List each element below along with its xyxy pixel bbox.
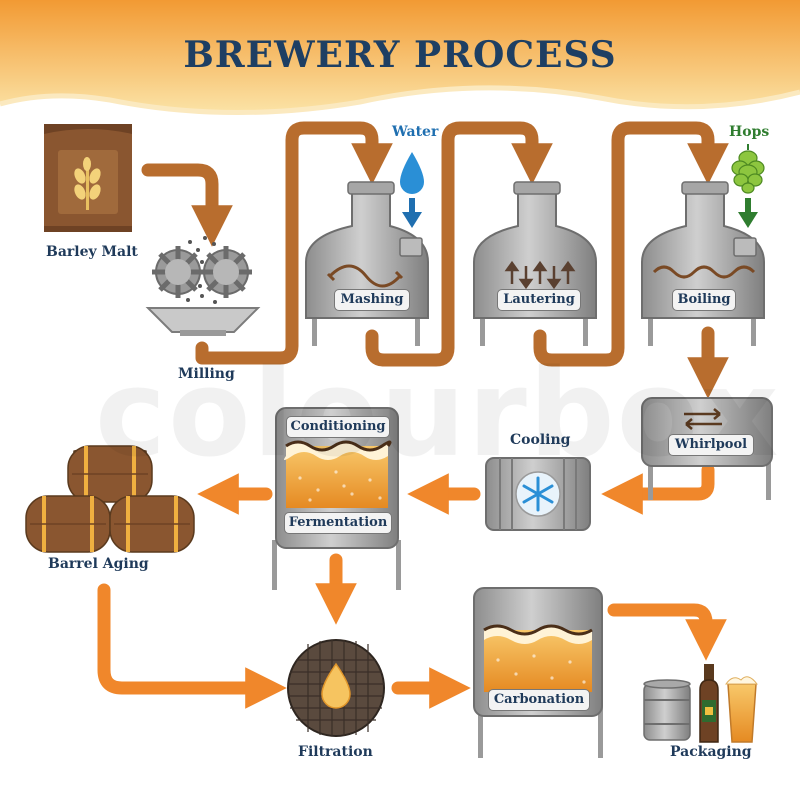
fermentation-label: Fermentation: [284, 512, 392, 534]
mill-icon: [145, 236, 261, 336]
keg-icon: [643, 679, 691, 741]
header-banner: [0, 0, 800, 113]
beer-glass-icon: [725, 676, 759, 743]
carbonation-tank: [473, 587, 603, 758]
packaging-icon: [643, 664, 759, 743]
cooling-unit: [485, 457, 591, 531]
packaging-label: Packaging: [670, 744, 752, 760]
conditioning-label: Conditioning: [286, 416, 390, 438]
hops-label: Hops: [729, 124, 770, 140]
hops-icon: [731, 144, 765, 228]
barley-malt-bag-icon: [44, 124, 132, 232]
arrow-whirlpool-to-cooling: [601, 463, 715, 515]
filtration-label: Filtration: [298, 744, 373, 760]
boiling-label: Boiling: [672, 289, 736, 311]
barrel-aging-label: Barrel Aging: [48, 556, 149, 572]
barrel-left: [25, 495, 111, 553]
arrow-barrels-to-filtration: [97, 583, 287, 709]
bottle-icon: [699, 664, 719, 743]
lautering-vessel: [473, 181, 597, 346]
carbonation-label: Carbonation: [488, 689, 590, 711]
cooling-label: Cooling: [510, 432, 571, 448]
pipe-mash-to-lauter: [365, 121, 553, 367]
watermark: colourbox: [95, 345, 781, 484]
water-label: Water: [392, 124, 439, 140]
page-title: BREWERY PROCESS: [183, 34, 617, 76]
whirlpool-label: Whirlpool: [668, 434, 754, 456]
milling-label: Milling: [178, 366, 235, 382]
snowflake-icon: [522, 476, 554, 512]
lautering-label: Lautering: [497, 289, 581, 311]
boiling-vessel: [641, 181, 765, 346]
pipe-mill-to-mash: [195, 121, 393, 365]
mashing-vessel: [305, 181, 429, 346]
barrel-right: [109, 495, 195, 553]
arrow-carbonation-to-packaging: [607, 603, 727, 661]
filter-icon: [287, 639, 385, 737]
barrel-top: [67, 445, 153, 503]
barley-malt-label: Barley Malt: [46, 244, 138, 260]
pipe-lauter-to-boil: [533, 121, 729, 367]
mashing-label: Mashing: [334, 289, 410, 311]
pipe-malt-to-mill: [141, 163, 233, 247]
water-drop-icon: [400, 152, 424, 228]
header-wave: [0, 85, 800, 115]
barrels-icon: [25, 445, 195, 553]
